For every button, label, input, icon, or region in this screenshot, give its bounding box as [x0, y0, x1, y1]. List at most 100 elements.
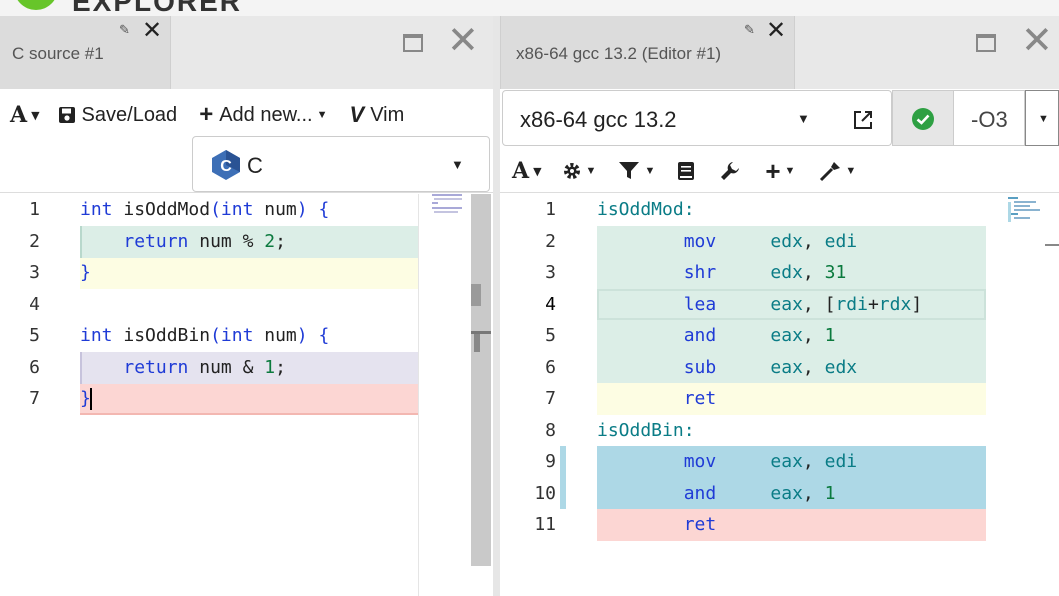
- code-line: }: [80, 388, 91, 409]
- asm-line: isOddBin:: [597, 419, 695, 441]
- edit-pencil-icon[interactable]: ✎: [119, 22, 130, 37]
- add-output-button[interactable]: + ▼: [765, 156, 795, 187]
- line-number: 1: [29, 199, 40, 220]
- filter-icon: [619, 162, 640, 179]
- chevron-down-icon: ▼: [316, 109, 328, 121]
- magic-wand-icon: [820, 162, 841, 182]
- plus-icon: +: [765, 155, 781, 186]
- compiler-select[interactable]: x86-64 gcc 13.2 ▼: [502, 90, 892, 146]
- line-number: 2: [29, 230, 40, 252]
- line-number: 7: [29, 388, 40, 409]
- compiler-label: x86-64 gcc 13.2: [520, 107, 677, 132]
- vertical-scrollbar[interactable]: [471, 194, 491, 566]
- line-highlight: [597, 225, 986, 289]
- line-highlight: [80, 226, 418, 258]
- compile-status-button[interactable]: [892, 90, 954, 146]
- pane-splitter[interactable]: [493, 16, 500, 596]
- asm-line: isOddMod:: [597, 199, 695, 220]
- add-new-button[interactable]: + Add new... ▼: [199, 101, 328, 128]
- chevron-down-icon: ▼: [845, 165, 857, 177]
- wrench-icon: [721, 162, 740, 180]
- line-number: 9: [545, 451, 556, 472]
- line-number: 10: [534, 482, 556, 504]
- logo-icon: [14, 0, 58, 10]
- c-language-icon: C: [212, 150, 240, 180]
- line-highlight: [80, 257, 418, 289]
- chevron-down-icon: ▼: [784, 165, 796, 177]
- language-label: C: [247, 153, 263, 178]
- line-number: 11: [534, 514, 556, 535]
- libraries-button[interactable]: [677, 161, 695, 181]
- maximize-icon[interactable]: [976, 34, 996, 52]
- maximize-icon[interactable]: [403, 34, 423, 52]
- chevron-down-icon: ▼: [644, 165, 656, 177]
- asm-line: mov edx, edi: [683, 230, 858, 252]
- chevron-down-icon: ▼: [31, 108, 40, 122]
- filter-button[interactable]: ▼: [618, 161, 655, 181]
- edit-pencil-icon[interactable]: ✎: [744, 22, 755, 37]
- book-icon: [678, 162, 695, 180]
- tools-button[interactable]: [719, 160, 741, 182]
- close-pane-icon[interactable]: ✕: [447, 20, 479, 62]
- line-number: 3: [29, 262, 40, 283]
- code-line: return num % 2;: [123, 230, 286, 252]
- compiler-options-input[interactable]: -O3: [954, 90, 1025, 146]
- line-number: 8: [545, 419, 556, 441]
- indent-guide: [80, 352, 82, 384]
- indent-guide: [80, 226, 82, 258]
- options-dropdown-button[interactable]: ▼: [1025, 90, 1059, 146]
- vim-icon: V: [349, 102, 365, 127]
- tab-title: C source #1: [12, 44, 104, 63]
- vim-toggle-button[interactable]: V Vim: [349, 102, 405, 127]
- line-marker: [560, 446, 566, 509]
- line-highlight: [597, 383, 986, 415]
- floppy-disk-icon: [58, 107, 75, 123]
- save-load-button[interactable]: Save/Load: [58, 104, 177, 127]
- line-highlight: [597, 446, 986, 509]
- code-line: return num & 1;: [123, 356, 286, 378]
- line-highlight: [597, 288, 986, 320]
- minimap[interactable]: [996, 194, 1046, 234]
- line-highlight: [80, 352, 418, 384]
- chevron-down-icon: ▼: [585, 165, 597, 177]
- gear-icon: [563, 163, 580, 179]
- line-number: 7: [545, 388, 556, 409]
- svg-text:C: C: [220, 158, 232, 175]
- code-line: int isOddBin(int num) {: [80, 325, 330, 346]
- chevron-down-icon: ▼: [797, 111, 810, 126]
- assembly-output-area[interactable]: 1 2 3 4 5 6 7 8 9 10 11 isOddMod: mov ed…: [500, 194, 986, 596]
- line-number: 6: [29, 356, 40, 378]
- font-size-button[interactable]: A▼: [512, 158, 542, 184]
- compiler-output-pane: ✎ ✕ x86-64 gcc 13.2 (Editor #1) ✕ x86-64…: [500, 16, 1059, 596]
- tab-close-icon[interactable]: ✕: [142, 17, 163, 44]
- minimap[interactable]: [430, 192, 466, 214]
- text-cursor: [90, 388, 92, 410]
- toolbar-divider: [500, 192, 1059, 193]
- output-settings-button[interactable]: ▼: [562, 161, 597, 181]
- line-number: 1: [545, 199, 556, 220]
- line-number: 5: [29, 325, 40, 346]
- asm-line: ret: [683, 388, 717, 409]
- line-highlight: [597, 509, 986, 541]
- external-link-icon[interactable]: [852, 109, 874, 131]
- line-number: 2: [545, 230, 556, 252]
- line-number: 4: [29, 293, 40, 315]
- asm-line: lea eax, [rdi+rdx]: [683, 293, 923, 315]
- tab-compiler[interactable]: ✎ ✕ x86-64 gcc 13.2 (Editor #1): [500, 16, 795, 89]
- font-size-button[interactable]: A▼: [10, 102, 40, 128]
- asm-line: mov eax, edi: [683, 451, 858, 472]
- language-select[interactable]: C C ▼: [192, 136, 490, 192]
- code-line: int isOddMod(int num) {: [80, 199, 330, 220]
- line-number: 4: [545, 293, 556, 315]
- scroll-marker: [1045, 244, 1059, 246]
- logo-text: EXPLORER: [72, 0, 243, 17]
- tab-close-icon[interactable]: ✕: [766, 17, 787, 44]
- line-number: 5: [545, 325, 556, 346]
- close-pane-icon[interactable]: ✕: [1021, 20, 1053, 62]
- tab-c-source[interactable]: ✎ ✕ C source #1: [0, 16, 171, 89]
- plus-icon: +: [199, 101, 214, 128]
- overrides-button[interactable]: ▼: [819, 160, 856, 182]
- code-line: }: [80, 262, 91, 283]
- tab-title: x86-64 gcc 13.2 (Editor #1): [516, 44, 722, 63]
- source-code-area[interactable]: 1 2 3 4 5 6 7 int isOddMod(int num) { re…: [0, 194, 418, 596]
